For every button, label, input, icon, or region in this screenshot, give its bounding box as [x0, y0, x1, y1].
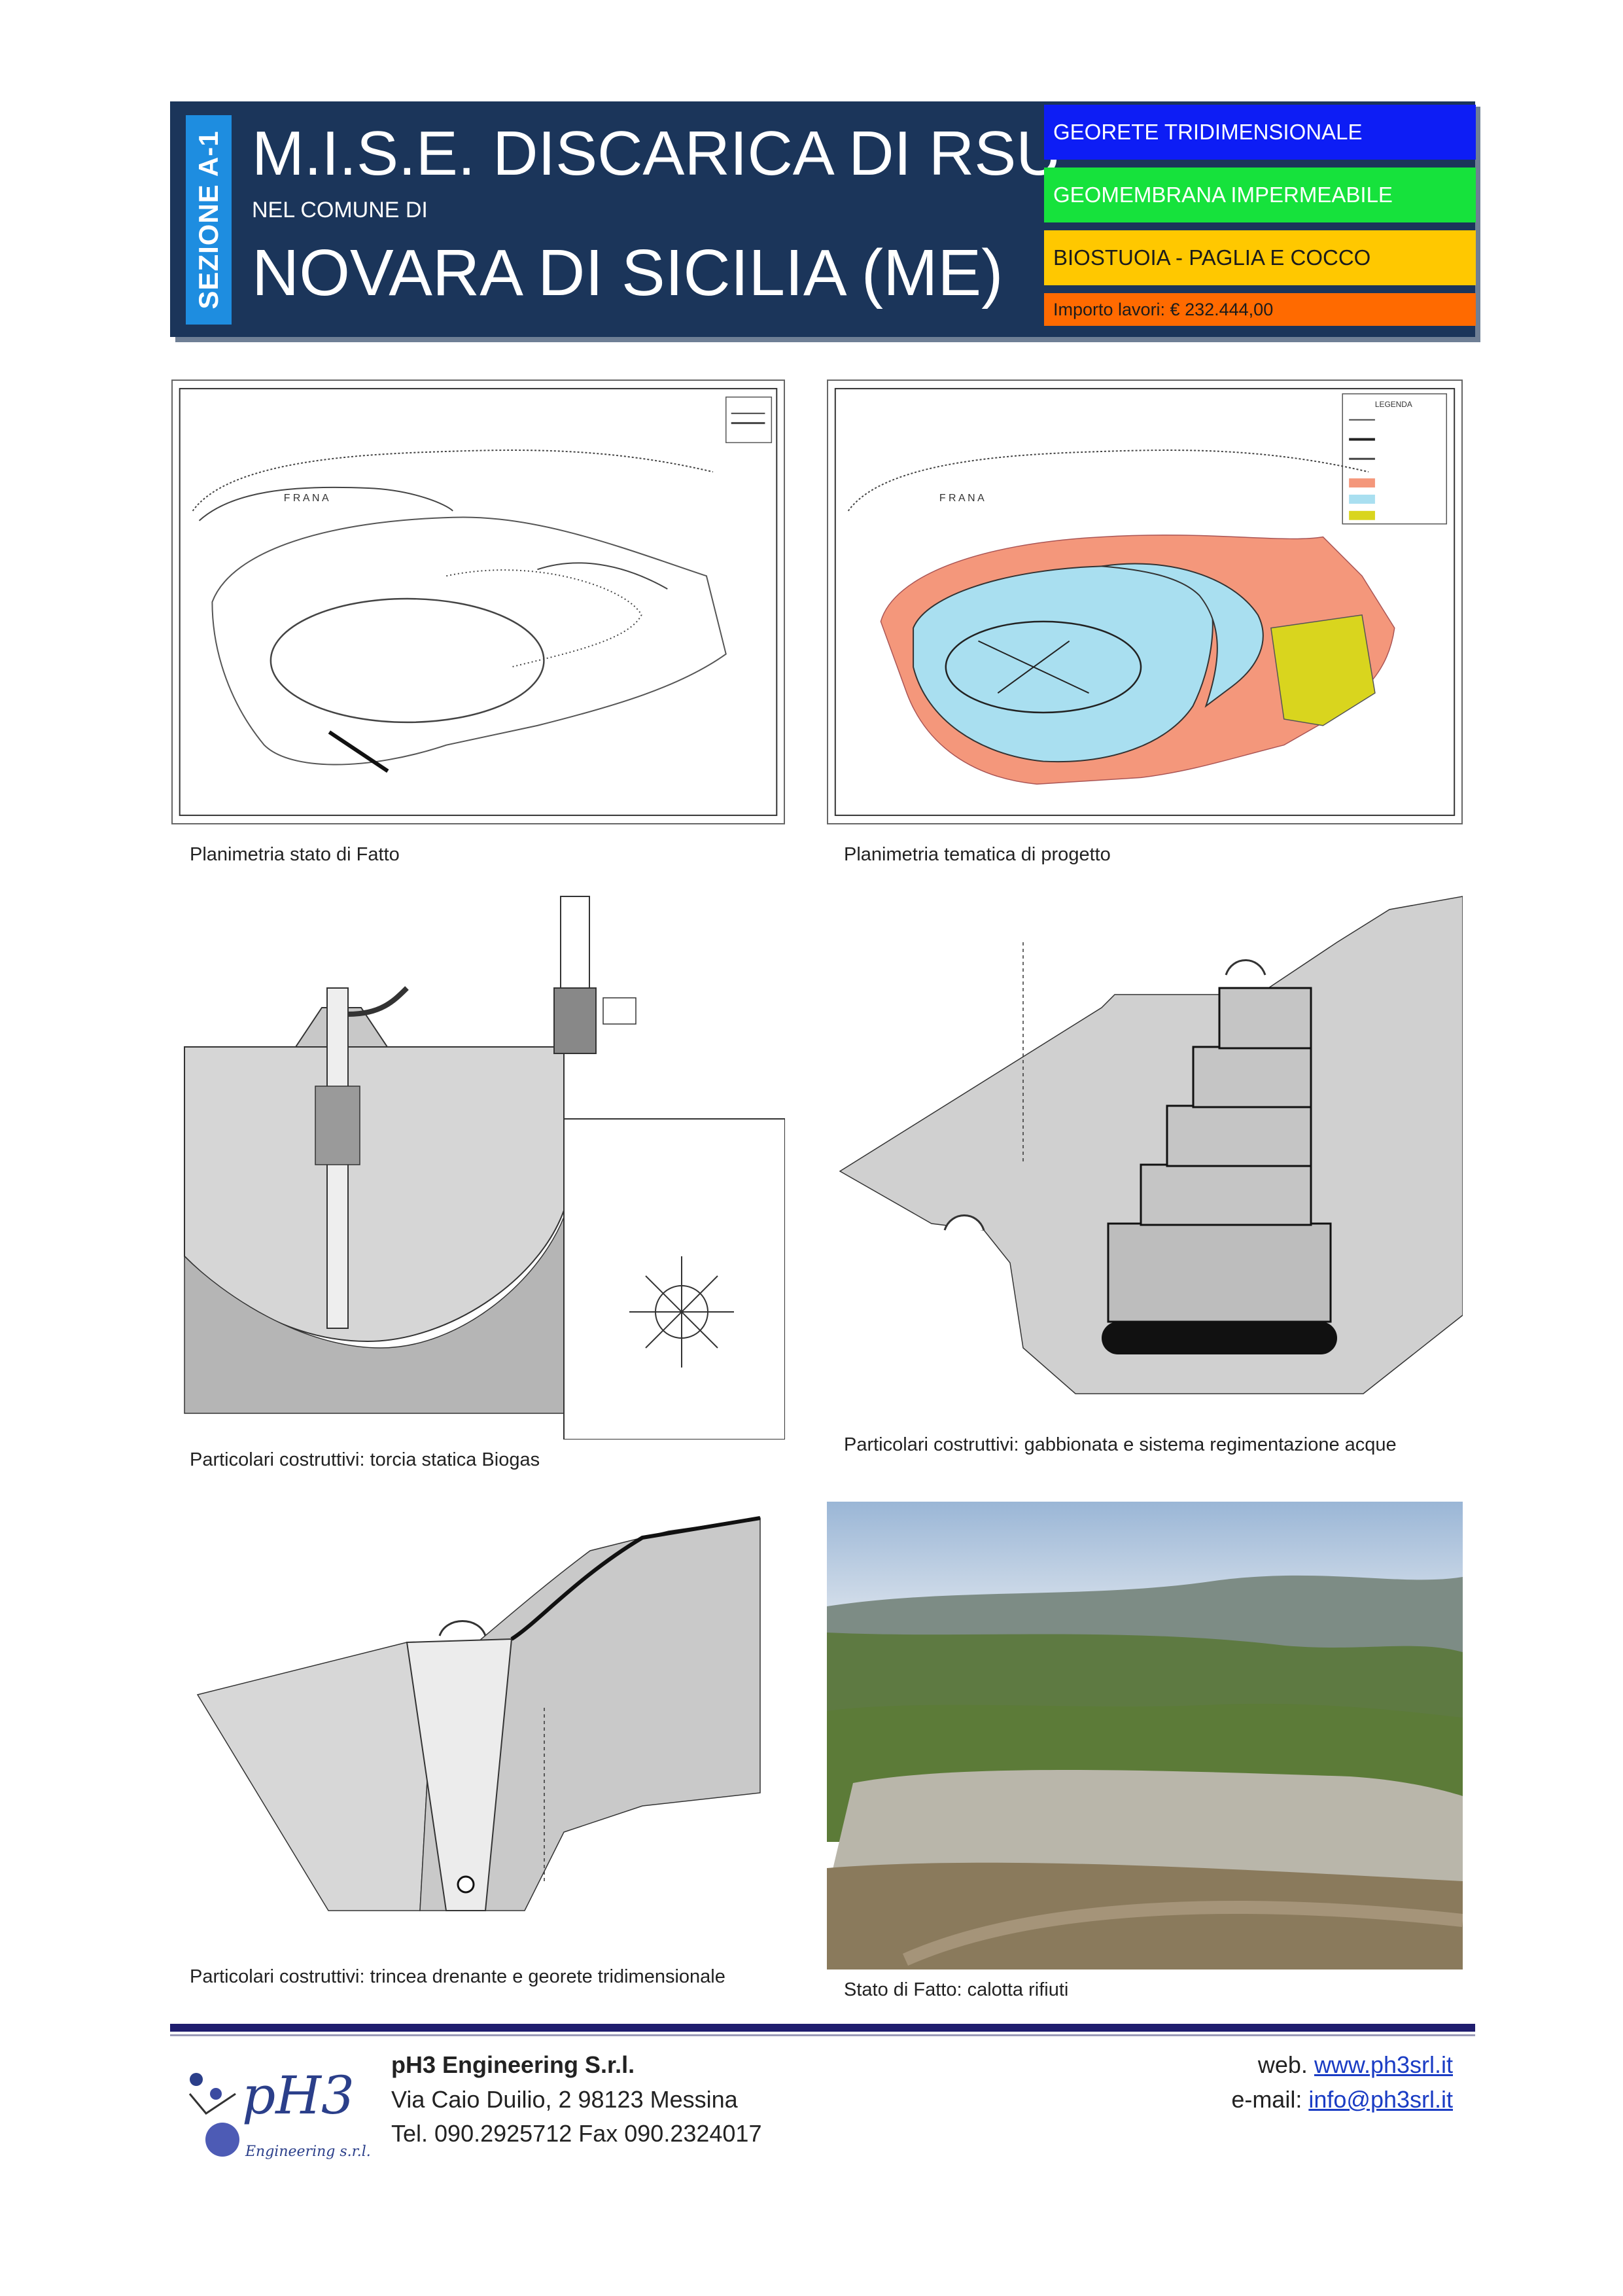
footer-divider-thin — [170, 2034, 1475, 2036]
plan-existing-drawing: F R A N A — [179, 387, 778, 817]
legend-box — [1342, 393, 1448, 525]
photo-image — [827, 1502, 1463, 1969]
page-title: M.I.S.E. DISCARICA DI RSU — [252, 118, 1062, 188]
logo-text: pH3 — [242, 2065, 355, 2126]
footer-divider — [170, 2024, 1475, 2032]
biogas-figure — [171, 890, 785, 1439]
tag-biostuoia: BIOSTUOIA - PAGLIA E COCCO — [1044, 230, 1476, 285]
web-label: web. — [1257, 2051, 1308, 2078]
trench-drawing — [196, 1516, 761, 1911]
plan-project-drawing: LEGENDA F R A N A — [834, 387, 1456, 817]
email-row: e-mail: info@ph3srl.it — [1231, 2086, 1453, 2113]
biogas-drawing — [184, 896, 785, 1439]
web-row: web. www.ph3srl.it — [1258, 2051, 1453, 2079]
caption-trench: Particolari costruttivi: trincea drenant… — [190, 1966, 725, 1987]
logo-graphic: pH3 Engineering s.r.l. — [188, 2065, 371, 2160]
web-link[interactable]: www.ph3srl.it — [1314, 2051, 1453, 2078]
company-address: Via Caio Duilio, 2 98123 Messina — [391, 2086, 738, 2113]
caption-plan-existing: Planimetria stato di Fatto — [190, 844, 400, 865]
tag-importo: Importo lavori: € 232.444,00 — [1044, 293, 1476, 326]
email-link[interactable]: info@ph3srl.it — [1308, 2086, 1453, 2113]
legend-title: LEGENDA — [1375, 400, 1412, 409]
tag-georete: GEORETE TRIDIMENSIONALE — [1044, 105, 1476, 160]
caption-biogas: Particolari costruttivi: torcia statica … — [190, 1449, 540, 1470]
company-phone: Tel. 090.2925712 Fax 090.2324017 — [391, 2120, 762, 2147]
page-subtitle: NEL COMUNE DI — [252, 198, 428, 222]
section-label: SEZIONE A-1 — [193, 130, 224, 309]
caption-plan-project: Planimetria tematica di progetto — [844, 844, 1111, 865]
email-label: e-mail: — [1231, 2086, 1302, 2113]
tag-geomembrana: GEOMEMBRANA IMPERMEABILE — [1044, 168, 1476, 222]
gabion-drawing — [839, 896, 1463, 1394]
plan-project-label: F R A N A — [939, 493, 985, 504]
city-title: NOVARA DI SICILIA (ME) — [252, 236, 1003, 309]
section-strip: SEZIONE A-1 — [186, 115, 232, 325]
plan-project-figure: LEGENDA F R A N A — [827, 380, 1463, 824]
company-logo: pH3 Engineering s.r.l. — [177, 2048, 373, 2166]
caption-gabion: Particolari costruttivi: gabbionata e si… — [844, 1434, 1397, 1455]
trench-figure — [171, 1492, 785, 1950]
plan-existing-label: F R A N A — [284, 493, 329, 504]
landfill-photo — [827, 1502, 1463, 1969]
plan-existing-figure: F R A N A — [171, 380, 785, 824]
caption-photo: Stato di Fatto: calotta rifiuti — [844, 1979, 1069, 2000]
company-name: pH3 Engineering S.r.l. — [391, 2051, 635, 2078]
gabion-figure — [827, 890, 1463, 1426]
logo-subtext: Engineering s.r.l. — [245, 2144, 371, 2160]
